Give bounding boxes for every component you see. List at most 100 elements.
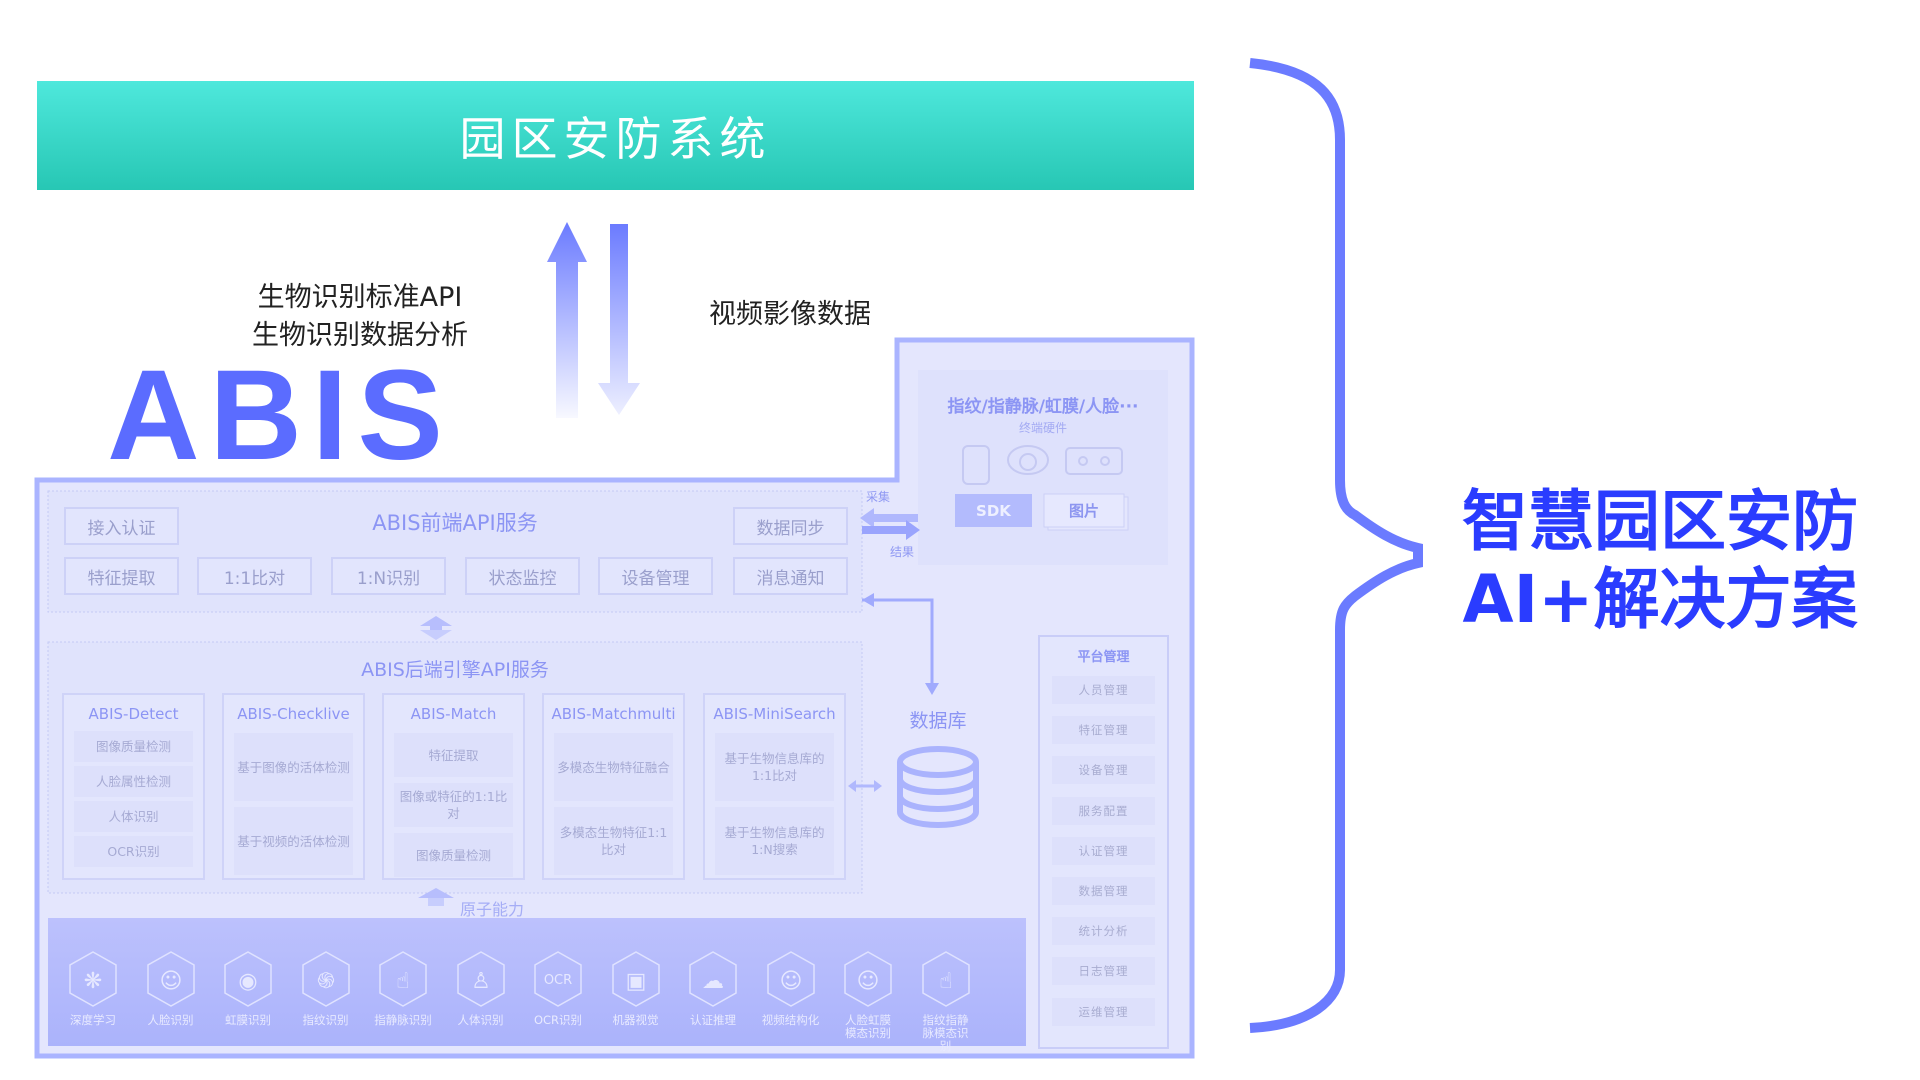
device-manage-button[interactable]: 设备管理 [598, 557, 713, 595]
svg-text:OCR: OCR [544, 973, 572, 988]
solution-line2: AI+解决方案 [1462, 561, 1858, 638]
atomic-label: 人脸识别 [147, 1013, 194, 1027]
atomic-label: 人脸虹膜模态识别 [845, 1013, 891, 1040]
platform-item[interactable]: 数据管理 [1052, 877, 1155, 905]
platform-item[interactable]: 服务配置 [1052, 796, 1155, 825]
camera-lens [1019, 453, 1037, 471]
status-monitor-button[interactable]: 状态监控 [465, 557, 580, 595]
api-label: 生物识别标准API [257, 282, 463, 313]
db-connector [862, 598, 934, 685]
frontend-title: ABIS前端API服务 [372, 511, 538, 535]
analysis-label: 生物识别数据分析 [252, 320, 468, 351]
atomic-capability: ☝指静脉识别 [368, 950, 438, 1027]
atomic-label: 认证推理 [690, 1013, 736, 1027]
image-button[interactable]: 图片 [1068, 502, 1099, 520]
image-box [1043, 493, 1125, 528]
atomic-capability: ☝指纹指静脉模态识别 [911, 950, 981, 1053]
fingerprint-icon: ֍ [301, 951, 350, 1007]
up-flow-label: 生物识别标准API 生物识别数据分析 [200, 279, 520, 355]
atomic-label: 指纹识别 [302, 1013, 349, 1027]
atomic-capability: ☺ 人脸识别 [136, 950, 206, 1027]
compare-1-1-button[interactable]: 1:1比对 [197, 557, 312, 595]
db-connector-head [862, 593, 874, 607]
engine-capability: 基于生物信息库的1:N搜索 [715, 807, 834, 875]
solution-line1: 智慧园区安防 [1462, 483, 1858, 560]
up-arrow [547, 222, 587, 418]
atomic-capability: ▣ 机器视觉 [601, 950, 671, 1027]
engine-capability: 基于生物信息库的1:1比对 [715, 733, 834, 801]
face-icon: ☺ [146, 951, 195, 1007]
hardware-panel [918, 370, 1168, 565]
camera-icon [1007, 445, 1049, 475]
eye-icon: ◉ [224, 951, 272, 1007]
database-label: 数据库 [909, 710, 967, 732]
engine-capability: OCR识别 [74, 836, 193, 867]
access-auth-button[interactable]: 接入认证 [64, 507, 179, 545]
svg-text:☁: ☁ [702, 969, 724, 994]
atomic-label: 人体识别 [457, 1013, 504, 1027]
atomic-label: 原子能力 [460, 900, 525, 919]
engine-capability: 图像质量检测 [74, 731, 193, 762]
ocr-icon: OCR [534, 951, 582, 1007]
iris-scanner-icon [1065, 447, 1123, 475]
engine-capability: 多模态生物特征融合 [554, 733, 673, 801]
result-label: 结果 [890, 545, 915, 559]
svg-text:☺: ☺ [779, 969, 802, 994]
data-sync-button[interactable]: 数据同步 [733, 507, 848, 545]
engine-capability: 多模态生物特征1:1比对 [554, 807, 673, 875]
engine-name: ABIS-Match [410, 705, 497, 723]
sdk-button[interactable]: SDK [976, 501, 1011, 520]
backend-title: ABIS后端引擎API服务 [361, 659, 549, 681]
atomic-capability: ☺ 视频结构化 [756, 950, 826, 1027]
engine-capability: 图像质量检测 [394, 833, 513, 877]
atomic-label: 虹膜识别 [225, 1013, 271, 1027]
engine-name: ABIS-Detect [88, 705, 179, 723]
svg-text:☺: ☺ [857, 969, 880, 994]
svg-text:֍: ֍ [317, 969, 335, 994]
feature-extract-button[interactable]: 特征提取 [64, 557, 179, 595]
finger-icon: ☝ [379, 951, 427, 1007]
platform-item[interactable]: 人员管理 [1052, 676, 1155, 704]
hardware-subtitle: 终端硬件 [1018, 421, 1067, 435]
solution-title: 智慧园区安防 AI+解决方案 [1430, 483, 1890, 639]
engine-capability: 人体识别 [74, 801, 193, 832]
collect-arrow [860, 508, 918, 528]
platform-item[interactable]: 认证管理 [1052, 836, 1155, 865]
platform-item[interactable]: 日志管理 [1052, 957, 1155, 986]
curly-brace [1249, 58, 1423, 1033]
atomic-label: OCR识别 [533, 1013, 583, 1027]
iris-scanner-lens [1100, 456, 1110, 466]
atomic-capability: ❋深度学习 [58, 950, 128, 1027]
platform-title: 平台管理 [1077, 650, 1130, 665]
collect-label: 采集 [866, 490, 891, 504]
platform-item[interactable]: 统计分析 [1052, 917, 1155, 946]
svg-text:▣: ▣ [625, 969, 646, 994]
engine-capability: 图像或特征的1:1比对 [394, 783, 513, 827]
atomic-capability: ♙ 人体识别 [446, 950, 516, 1027]
platform-item[interactable]: 运维管理 [1052, 997, 1155, 1026]
svg-text:☺: ☺ [159, 969, 182, 994]
platform-item[interactable]: 设备管理 [1052, 756, 1155, 785]
atomic-label: 机器视觉 [612, 1013, 659, 1027]
system-header: 园区安防系统 [37, 81, 1194, 190]
atomic-capability: ☁ 认证推理 [678, 950, 748, 1027]
atomic-capability: ☺ 人脸虹膜模态识别 [833, 950, 903, 1040]
atomic-capability: ֍ 指纹识别 [291, 950, 361, 1027]
finger-icon: ☝ [921, 951, 970, 1007]
down-flow-label: 视频影像数据 [709, 299, 871, 330]
database-icon [897, 746, 979, 828]
cloud-search-icon: ☁ [689, 951, 737, 1007]
person-icon: ♙ [456, 951, 505, 1007]
platform-item[interactable]: 特征管理 [1052, 716, 1155, 745]
svg-text:❋: ❋ [84, 969, 102, 994]
sdk-box [955, 494, 1032, 527]
message-notify-button[interactable]: 消息通知 [733, 557, 848, 595]
brain-icon: ❋ [69, 951, 117, 1007]
abis-overlay: ABIS [107, 344, 453, 487]
atomic-capability: OCR OCR识别 [523, 950, 593, 1027]
atomic-label: 视频结构化 [761, 1013, 820, 1027]
identify-1-n-button[interactable]: 1:N识别 [331, 557, 446, 595]
